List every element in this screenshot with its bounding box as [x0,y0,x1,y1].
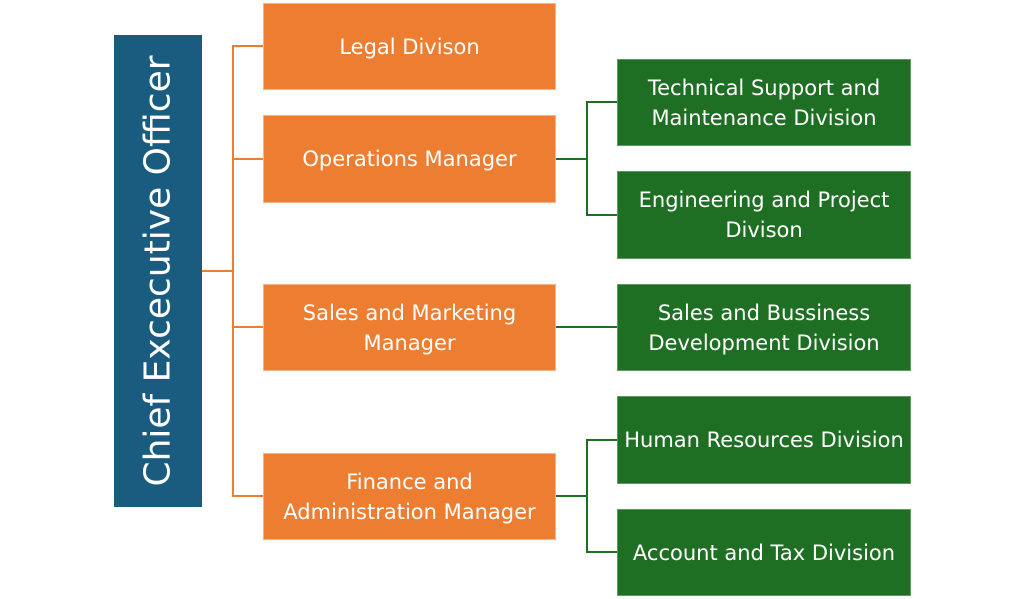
human-resources-division-box: Human Resources Division [617,396,911,484]
account-tax-division-box: Account and Tax Division [617,509,911,596]
legal-division-box: Legal Divison [263,3,556,90]
operations-manager-box: Operations Manager [263,115,556,203]
finance-admin-manager-box: Finance and Administration Manager [263,453,556,540]
engineering-project-division-box: Engineering and Project Divison [617,171,911,259]
technical-support-division-box: Technical Support and Maintenance Divisi… [617,59,911,146]
ceo-box: Chief Excecutive Officer [114,35,202,507]
ceo-label: Chief Excecutive Officer [137,55,179,487]
sales-business-division-box: Sales and Bussiness Development Division [617,284,911,371]
sales-marketing-manager-box: Sales and Marketing Manager [263,284,556,371]
